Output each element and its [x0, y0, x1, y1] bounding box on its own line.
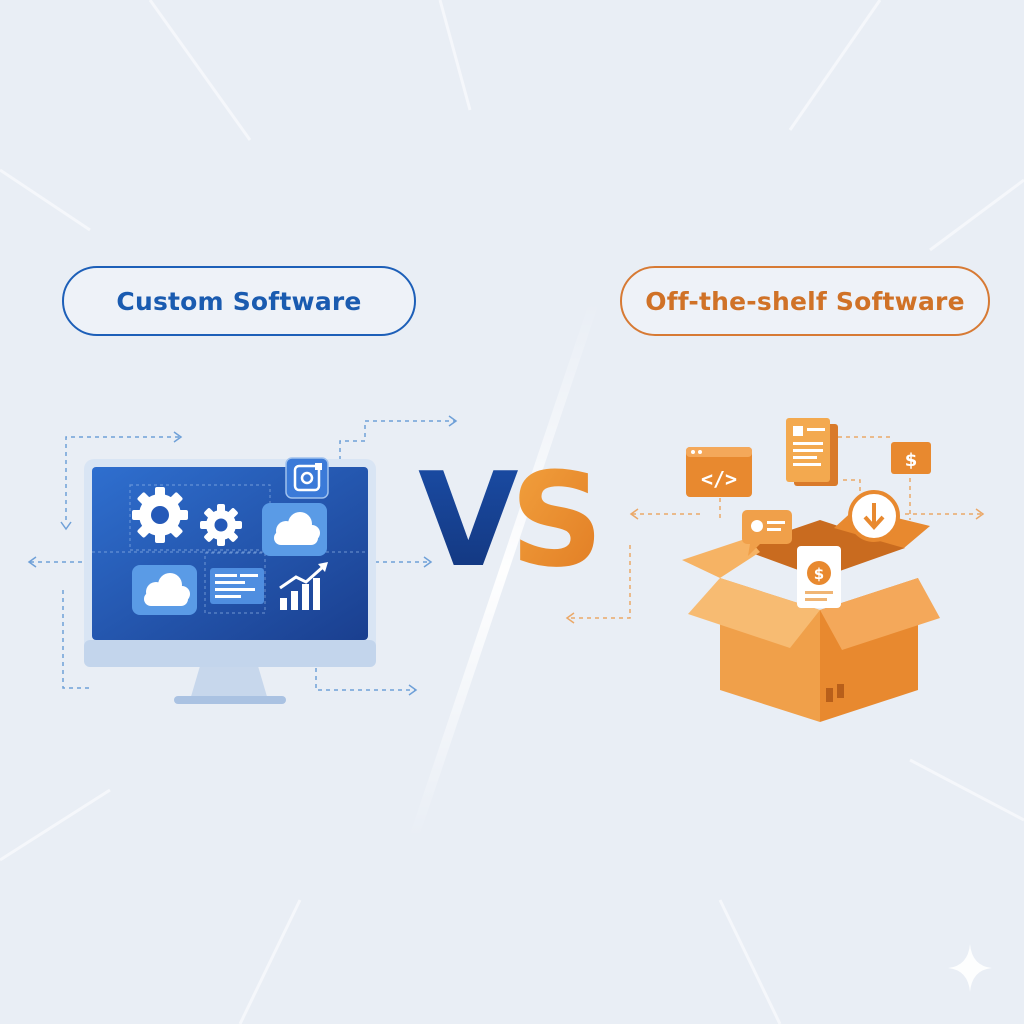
vs-text: V S [418, 444, 604, 596]
dollar-tag-icon: $ [891, 442, 931, 474]
vs-letter-v: V [418, 444, 519, 596]
svg-text:$: $ [905, 450, 918, 471]
svg-text:$: $ [814, 565, 824, 583]
code-window-icon: </> [686, 447, 752, 497]
right-arrowheads [565, 508, 985, 624]
open-box-icon [682, 508, 940, 722]
settings-badge-icon [285, 457, 329, 499]
cloud-icon [132, 503, 327, 615]
download-icon [848, 490, 900, 542]
divider-beam [408, 300, 600, 840]
growth-chart-icon [279, 562, 328, 610]
right-connectors [568, 436, 982, 619]
svg-text:</>: </> [701, 467, 737, 491]
off-the-shelf-software-label: Off-the-shelf Software [620, 266, 990, 336]
gear-icon [132, 487, 242, 546]
custom-software-label: Custom Software [62, 266, 416, 336]
left-arrowheads [27, 415, 458, 696]
sparkle-icon [948, 944, 992, 992]
vs-letter-s: S [510, 444, 604, 596]
chat-icon [742, 510, 792, 556]
dollar-document-icon: $ [797, 546, 841, 608]
document-stack-icon [786, 418, 838, 486]
document-icon [210, 568, 264, 604]
